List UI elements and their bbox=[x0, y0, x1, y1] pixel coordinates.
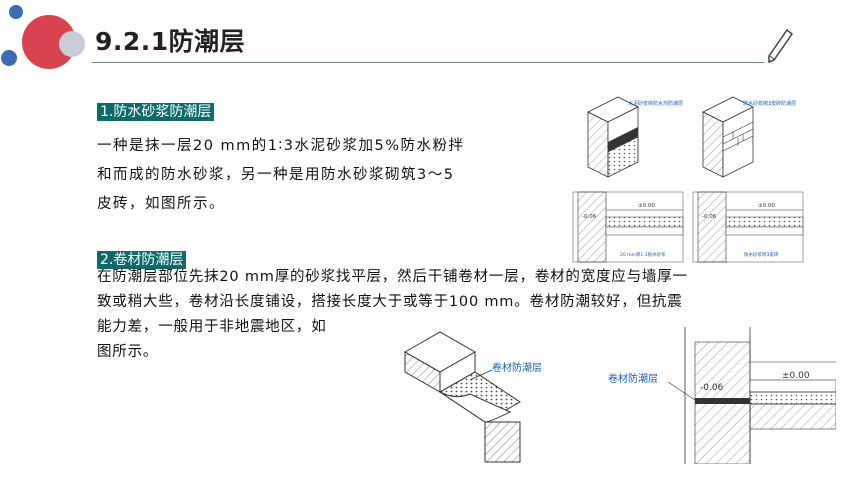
panel-a-label: 水泥砂浆掺防水剂防潮层 bbox=[628, 100, 683, 107]
membrane-isometric-figure: 卷材防潮层 bbox=[380, 322, 570, 464]
membrane-section-figure: 卷材防潮层 -0.06 ±0.00 bbox=[600, 322, 836, 464]
panel-d: -0.06 ±0.00 防水砂浆砌3皮砖 bbox=[692, 191, 804, 263]
section1-line: 皮砖，如图所示。 bbox=[97, 196, 225, 212]
section2-line: 图所示。 bbox=[97, 344, 159, 360]
section1-line: 和而成的防水砂浆，另一种是用防水砂浆砌筑3～5 bbox=[97, 167, 455, 183]
membrane-label-right: 卷材防潮层 bbox=[608, 372, 658, 385]
section-elev-neg: -0.06 bbox=[700, 383, 724, 393]
page-title: 9.2.1防潮层 bbox=[95, 27, 246, 56]
section1: 1.防水砂浆防潮层 bbox=[97, 101, 215, 121]
large-red-circle bbox=[22, 15, 76, 69]
section2-line: 能力差，一般用于非地震地区，如 bbox=[97, 319, 327, 335]
blue-circle bbox=[1, 50, 17, 66]
panel-a: 水泥砂浆掺防水剂防潮层 bbox=[587, 96, 683, 178]
panel-c-elev-neg: -0.06 bbox=[582, 214, 597, 220]
pencil-icon bbox=[768, 28, 794, 64]
panel-d-elev-zero: ±0.00 bbox=[758, 203, 775, 209]
panel-b-label: 防水砂浆砌3皮砖防潮层 bbox=[743, 100, 796, 107]
panel-c-label: 20 mm厚1:3防水砂浆 bbox=[620, 251, 666, 258]
section1-paragraph: 一种是抹一层20 mm的1∶3水泥砂浆加5%防水粉拌 和而成的防水砂浆，另一种是… bbox=[97, 132, 557, 219]
section-elev-zero: ±0.00 bbox=[782, 371, 810, 381]
panel-d-elev-neg: -0.06 bbox=[702, 214, 717, 220]
section2-paragraph: 在防潮层部位先抹20 mm厚的砂浆找平层，然后干铺卷材一层，卷材的宽度应与墙厚一… bbox=[97, 265, 837, 365]
decorative-circles bbox=[1, 5, 85, 69]
small-blue-circle bbox=[9, 5, 23, 19]
panel-b: 防水砂浆砌3皮砖防潮层 bbox=[702, 96, 796, 178]
section1-line: 一种是抹一层20 mm的1∶3水泥砂浆加5%防水粉拌 bbox=[97, 138, 465, 154]
section2-line: 在防潮层部位先抹20 mm厚的砂浆找平层，然后干铺卷材一层，卷材的宽度应与墙厚一 bbox=[97, 269, 688, 285]
section1-label: 1.防水砂浆防潮层 bbox=[97, 103, 215, 121]
panel-c: -0.06 ±0.00 20 mm厚1:3防水砂浆 bbox=[572, 191, 684, 263]
mortar-damp-proof-figure: 水泥砂浆掺防水剂防潮层 防水砂浆砌3皮砖防潮层 -0.06 ±0.00 20 m… bbox=[568, 92, 808, 264]
membrane-label-left: 卷材防潮层 bbox=[492, 361, 542, 374]
section2-label: 2.卷材防潮层 bbox=[97, 251, 187, 269]
panel-c-elev-zero: ±0.00 bbox=[638, 203, 655, 209]
section2-line: 致或稍大些，卷材沿长度铺设，搭接长度大于或等于100 mm。卷材防潮较好，但抗震 bbox=[97, 294, 683, 310]
grey-circle bbox=[59, 31, 85, 57]
panel-d-label: 防水砂浆砌3皮砖 bbox=[744, 251, 779, 258]
title-divider bbox=[92, 62, 764, 63]
section2: 2.卷材防潮层 bbox=[97, 249, 187, 269]
